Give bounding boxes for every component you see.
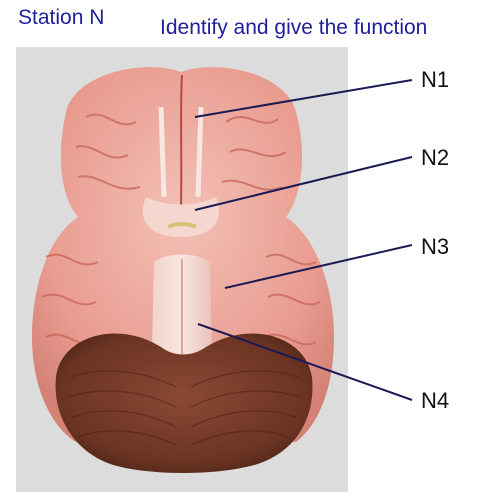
instruction-text: Identify and give the function bbox=[160, 16, 428, 39]
station-title: Station N bbox=[18, 6, 105, 29]
label-n3: N3 bbox=[421, 234, 450, 259]
brainstem bbox=[152, 222, 212, 377]
brain-specimen-photo bbox=[16, 47, 348, 492]
label-n2: N2 bbox=[421, 145, 450, 170]
label-n4: N4 bbox=[421, 388, 450, 413]
label-n1: N1 bbox=[421, 67, 450, 92]
